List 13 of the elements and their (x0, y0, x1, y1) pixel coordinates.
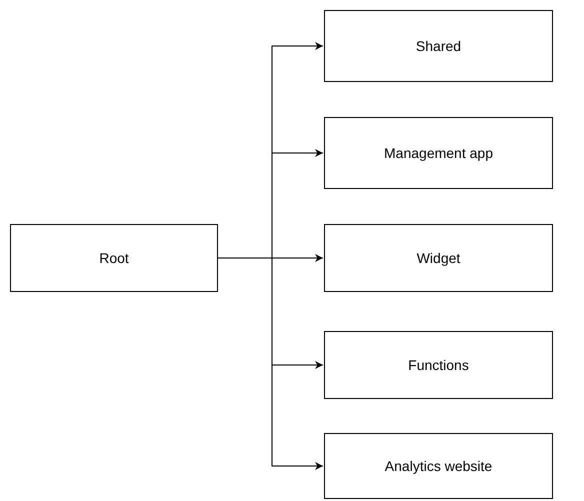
box-label: Root (99, 250, 129, 266)
box-label: Widget (416, 250, 460, 266)
box-label: Functions (408, 357, 469, 373)
process-box (324, 433, 553, 499)
box-label: Analytics website (384, 458, 492, 474)
process-box (10, 224, 218, 292)
arrow (218, 258, 324, 470)
box-label: Management app (384, 145, 493, 161)
process-box (324, 117, 553, 189)
process-box (324, 224, 553, 292)
process-box (324, 10, 553, 82)
process-box (324, 331, 553, 399)
box-label: Shared (416, 38, 462, 54)
